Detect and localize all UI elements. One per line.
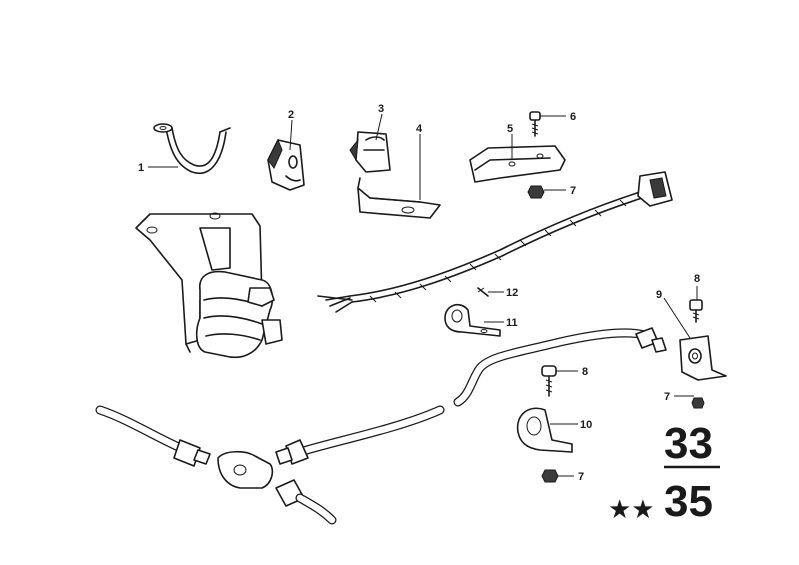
group-number-top: 33 [664,419,713,468]
brake-line [295,327,667,457]
part-11-cable-clip [444,303,501,337]
part-8-bolt-a [689,299,703,323]
callout-5: 5 [507,123,513,135]
part-5-plate [469,145,566,183]
callout-10: 10 [580,419,592,431]
callout-7-a: 7 [570,185,576,197]
part-12-screw [477,287,489,297]
part-8-bolt-b [541,365,557,397]
part-3-holder [349,131,391,173]
part-2-clip [267,138,305,191]
wiring-harness [317,171,673,313]
callout-1: 1 [138,162,144,174]
callout-7-c: 7 [578,471,584,483]
callout-7-b: 7 [664,391,670,403]
part-1-clamp [153,123,231,174]
callout-4: 4 [416,123,423,135]
callout-8-a: 8 [694,273,700,285]
callout-9: 9 [656,289,662,301]
part-7-nut-b [691,397,705,409]
callout-6: 6 [570,111,576,123]
callout-2: 2 [288,109,294,121]
part-4-bracket [357,177,441,219]
part-7-nut-a [527,185,545,199]
part-7-nut-c [541,469,559,483]
callout-12: 12 [506,287,518,299]
part-9-bracket [679,335,727,381]
leader-lines [148,113,698,477]
callout-8-b: 8 [582,366,588,378]
part-10-clamp [516,407,573,453]
callout-3: 3 [378,103,384,115]
star-markers: ★★ [608,495,655,525]
part-6-bolt [529,111,541,137]
valve-assembly [135,212,283,359]
group-number-bottom: 35 [664,477,713,526]
callout-11: 11 [506,317,518,329]
left-hose [95,405,337,525]
